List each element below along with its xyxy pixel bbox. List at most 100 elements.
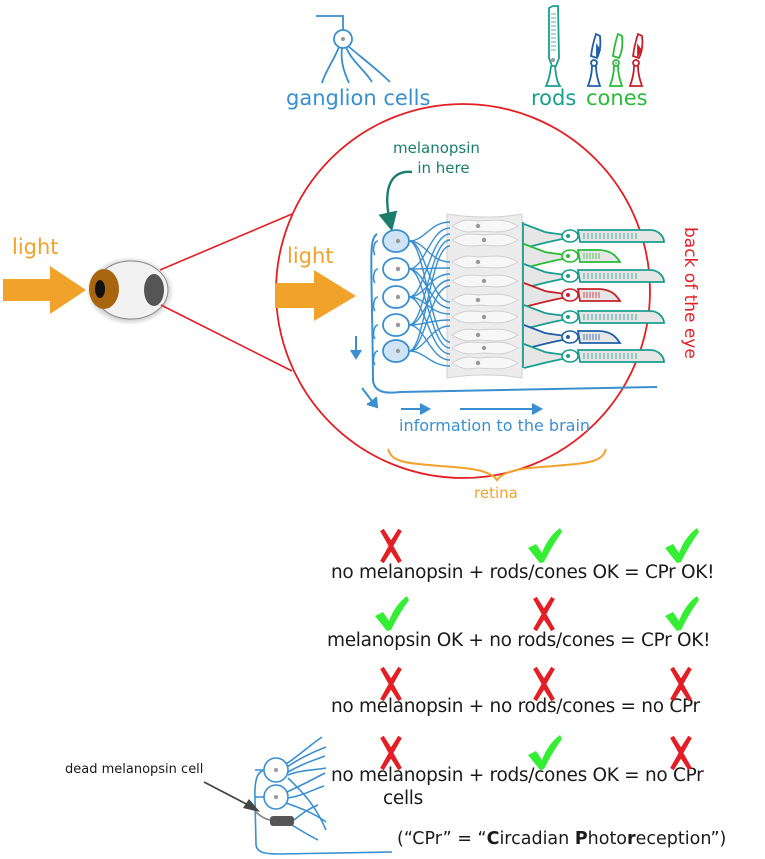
bipolar-nucleus bbox=[481, 314, 487, 320]
dead-cell-label: dead melanopsin cell bbox=[65, 762, 204, 777]
light-arrow-outer bbox=[3, 266, 86, 314]
ganglion-axon bbox=[372, 268, 379, 284]
eye-icon bbox=[86, 257, 174, 325]
ganglion-nucleus bbox=[395, 294, 401, 300]
dead-cell-pointer-arrow bbox=[203, 781, 255, 809]
cross-icon bbox=[533, 596, 555, 632]
footnote-bold-r: r bbox=[627, 829, 636, 849]
melanopsin-pointer-arrow bbox=[378, 170, 413, 232]
ganglion-dendrite bbox=[408, 268, 451, 349]
dead-melanopsin-cell bbox=[270, 816, 294, 826]
footnote-text-3: eception”) bbox=[635, 829, 727, 849]
photoreceptor-nucleus bbox=[566, 234, 570, 238]
light-label-outer: light bbox=[12, 235, 59, 259]
ganglion-axon bbox=[372, 296, 379, 312]
photoreceptor-nucleus bbox=[566, 293, 570, 297]
footnote-text-1: ircadian bbox=[499, 829, 575, 849]
light-label-inner: light bbox=[287, 244, 334, 268]
check-icon bbox=[528, 735, 562, 770]
photoreceptor-nucleus bbox=[566, 254, 570, 258]
info-to-brain-label: information to the brain bbox=[399, 416, 591, 435]
bipolar-nucleus bbox=[475, 332, 481, 338]
ganglion-dendrite bbox=[408, 239, 451, 326]
dead-cell-pointer-head bbox=[243, 799, 260, 812]
ganglion-dendrite bbox=[408, 285, 451, 352]
footnote-prefix: (“CPr” = “ bbox=[397, 829, 487, 849]
scenario-text-extra: cells bbox=[383, 788, 423, 809]
rod-outer-segment bbox=[576, 229, 665, 243]
ganglion-dendrite bbox=[408, 227, 451, 270]
photoreceptor-nucleus bbox=[566, 315, 570, 319]
bipolar-cell bbox=[451, 328, 519, 342]
ganglion-dendrite bbox=[408, 319, 451, 326]
scenario-text: melanopsin OK + no rods/cones = CPr OK! bbox=[327, 630, 711, 651]
rod-outer-segment bbox=[576, 269, 665, 283]
footnote-bold-p: P bbox=[574, 829, 588, 849]
cross-icon bbox=[380, 528, 402, 564]
retina-label: retina bbox=[474, 484, 518, 502]
ganglion-axon bbox=[372, 350, 379, 366]
light-arrow-inner bbox=[275, 270, 356, 321]
ganglion-nucleus bbox=[395, 266, 401, 272]
ganglion-dendrite bbox=[408, 240, 451, 303]
cpr-footnote: (“CPr” = “Circadian Photoreception”) bbox=[397, 829, 727, 849]
bipolar-nucleus bbox=[481, 237, 487, 243]
check-icon bbox=[375, 596, 409, 631]
scenario-text: no melanopsin + no rods/cones = no CPr bbox=[331, 696, 700, 717]
back-of-eye-label: back of the eye bbox=[680, 227, 700, 359]
bipolar-nucleus bbox=[475, 259, 481, 265]
bipolar-nucleus bbox=[475, 360, 481, 366]
scenario-text: no melanopsin + rods/cones OK = CPr OK! bbox=[331, 562, 715, 583]
rods-label: rods bbox=[531, 86, 577, 110]
ganglion-dendrite bbox=[408, 240, 451, 343]
bipolar-nucleus bbox=[481, 278, 487, 284]
ganglion-nucleus bbox=[395, 238, 401, 244]
ganglion-axon bbox=[372, 240, 379, 256]
cross-icon bbox=[533, 666, 555, 702]
ganglion-dendrite bbox=[408, 350, 451, 367]
photoreceptor-nucleus bbox=[566, 274, 570, 278]
melanopsin-label-line1: melanopsin bbox=[393, 139, 480, 157]
rod-outer-segment bbox=[576, 310, 665, 324]
cross-icon bbox=[380, 735, 402, 771]
dead-cell-diagram bbox=[254, 736, 393, 855]
ganglion-nucleus bbox=[395, 322, 401, 328]
scenario-text: no melanopsin + rods/cones OK = no CPr bbox=[331, 765, 704, 786]
ganglion-dendrite bbox=[408, 245, 451, 352]
bipolar-cell bbox=[451, 219, 519, 233]
bipolar-nucleus bbox=[475, 297, 481, 303]
ganglion-dendrite bbox=[408, 279, 451, 326]
ganglion-axon bbox=[372, 324, 379, 340]
cross-icon bbox=[670, 735, 692, 771]
photoreceptor-nucleus bbox=[566, 354, 570, 358]
ganglion-nucleus bbox=[395, 348, 401, 354]
ganglion-dendrite bbox=[408, 233, 451, 298]
zoom-line-top bbox=[159, 213, 293, 271]
bipolar-cell bbox=[451, 293, 519, 307]
cone-icon-blue bbox=[586, 32, 602, 87]
ganglion-dendrite bbox=[408, 221, 451, 242]
ganglion-dendrite bbox=[408, 324, 451, 361]
bipolar-cell bbox=[451, 255, 519, 269]
cones-label: cones bbox=[586, 86, 648, 110]
check-icon bbox=[665, 596, 699, 631]
bipolar-cell bbox=[451, 356, 519, 370]
cross-icon bbox=[670, 666, 692, 702]
check-icon bbox=[528, 528, 562, 563]
ganglion-cell-icon bbox=[316, 15, 391, 84]
ganglion-dendrite bbox=[408, 296, 451, 355]
bipolar-nucleus bbox=[475, 223, 481, 229]
cone-icon-red bbox=[628, 32, 644, 87]
cross-icon bbox=[380, 666, 402, 702]
rod-outer-segment bbox=[576, 349, 665, 363]
melanopsin-label-line2: in here bbox=[417, 159, 470, 177]
ganglion-dendrite bbox=[408, 273, 451, 298]
check-icon bbox=[665, 528, 699, 563]
photoreceptor-nucleus bbox=[566, 335, 570, 339]
signal-path bbox=[350, 233, 658, 415]
retina-brace bbox=[387, 448, 607, 482]
ganglion-cells-label: ganglion cells bbox=[286, 86, 431, 110]
footnote-bold-c: C bbox=[486, 829, 500, 849]
ganglion-dendrite bbox=[408, 267, 451, 270]
